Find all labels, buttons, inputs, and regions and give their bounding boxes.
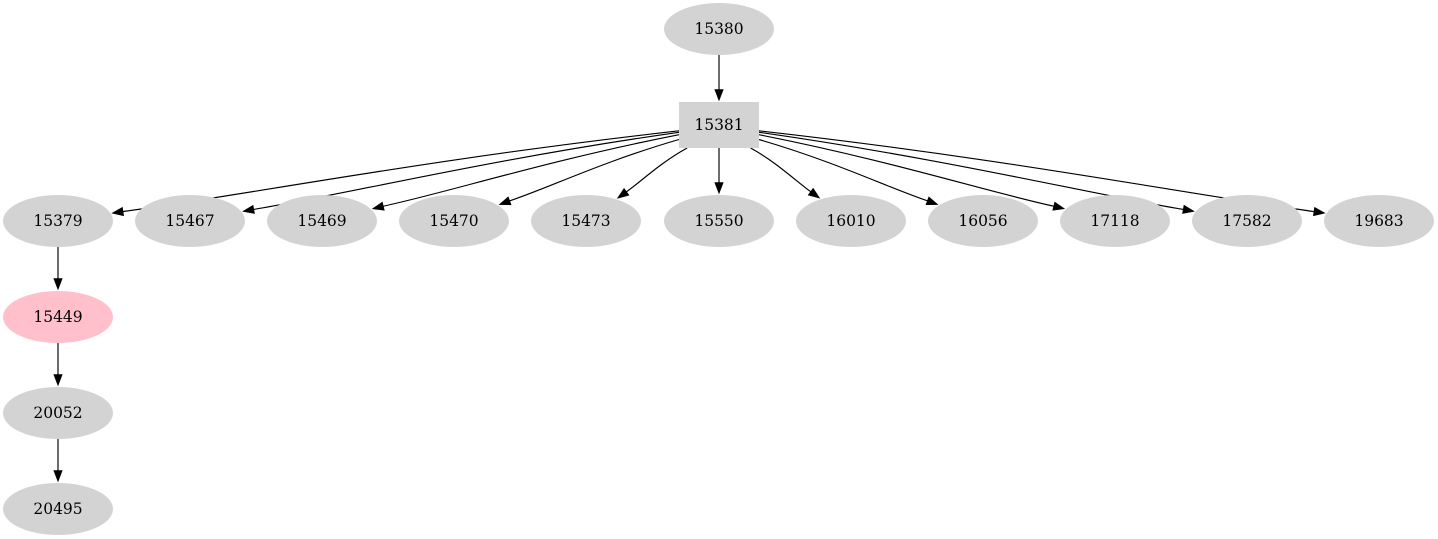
graph-node-15380[interactable]: 15380: [664, 3, 774, 55]
node-ellipse-shape[interactable]: [399, 195, 509, 247]
node-label: 16010: [826, 212, 875, 230]
graph-edge-15381-16056: [758, 138, 939, 206]
node-ellipse-shape[interactable]: [3, 483, 113, 535]
node-ellipse-shape[interactable]: [796, 195, 906, 247]
node-box-shape[interactable]: [679, 102, 759, 148]
node-label: 17582: [1222, 212, 1271, 230]
graph-node-20495[interactable]: 20495: [3, 483, 113, 535]
node-ellipse-shape[interactable]: [664, 195, 774, 247]
node-label: 15473: [561, 212, 610, 230]
edge-arrowhead-icon: [53, 470, 63, 483]
graph-edge-15380-15381: [714, 55, 724, 102]
edge-arrowhead-icon: [807, 187, 821, 199]
edge-line: [758, 138, 929, 202]
graph-edge-15381-15470: [498, 138, 680, 206]
graph-edge-20052-20495: [53, 439, 63, 483]
edge-arrowhead-icon: [714, 89, 724, 102]
graph-node-15381[interactable]: 15381: [679, 102, 759, 148]
edge-arrowhead-icon: [616, 187, 630, 199]
edge-arrowhead-icon: [925, 196, 939, 206]
edge-line: [750, 147, 812, 193]
node-label: 15469: [297, 212, 346, 230]
node-label: 15467: [165, 212, 214, 230]
node-ellipse-shape[interactable]: [267, 195, 377, 247]
node-label: 15550: [694, 212, 743, 230]
node-label: 20052: [33, 404, 82, 422]
graph-edge-15449-20052: [53, 343, 63, 387]
edge-line: [625, 147, 688, 193]
node-label: 15379: [33, 212, 82, 230]
graph-edge-15381-17118: [758, 134, 1066, 211]
node-label: 19683: [1354, 212, 1403, 230]
node-label: 15470: [429, 212, 478, 230]
graph-node-15379[interactable]: 15379: [3, 195, 113, 247]
edge-line: [508, 138, 680, 202]
edge-arrowhead-icon: [53, 374, 63, 387]
graph-node-15470[interactable]: 15470: [399, 195, 509, 247]
edge-arrowhead-icon: [242, 204, 255, 214]
edge-arrowhead-icon: [371, 201, 385, 211]
edge-arrowhead-icon: [53, 278, 63, 291]
graph-edge-15379-15449: [53, 247, 63, 291]
graph-node-19683[interactable]: 19683: [1324, 195, 1434, 247]
node-layer: 15380 15381 15379 15467 15469 15470 15473 15550…: [3, 3, 1434, 535]
edge-arrowhead-icon: [498, 196, 512, 206]
node-ellipse-shape[interactable]: [928, 195, 1038, 247]
edge-line: [758, 134, 1055, 207]
graph-node-15467[interactable]: 15467: [135, 195, 245, 247]
node-ellipse-shape[interactable]: [664, 3, 774, 55]
node-ellipse-shape[interactable]: [135, 195, 245, 247]
node-ellipse-shape[interactable]: [1324, 195, 1434, 247]
graph-edge-15381-15469: [371, 134, 680, 211]
node-label: 15449: [33, 308, 82, 326]
edge-arrowhead-icon: [714, 182, 724, 195]
graph-node-15550[interactable]: 15550: [664, 195, 774, 247]
node-ellipse-shape[interactable]: [3, 291, 113, 343]
graph-edge-15381-15473: [616, 147, 688, 199]
node-label: 15381: [694, 116, 743, 134]
node-ellipse-shape[interactable]: [1192, 195, 1302, 247]
edge-arrowhead-icon: [1052, 201, 1066, 211]
node-ellipse-shape[interactable]: [531, 195, 641, 247]
node-ellipse-shape[interactable]: [3, 387, 113, 439]
graph-edge-15381-16010: [750, 147, 821, 199]
node-label: 17118: [1090, 212, 1139, 230]
graph-node-15469[interactable]: 15469: [267, 195, 377, 247]
edge-line: [382, 134, 680, 207]
graph-node-17118[interactable]: 17118: [1060, 195, 1170, 247]
graph-node-17582[interactable]: 17582: [1192, 195, 1302, 247]
graph-node-20052[interactable]: 20052: [3, 387, 113, 439]
graph-node-16056[interactable]: 16056: [928, 195, 1038, 247]
node-label: 15380: [694, 20, 743, 38]
graph-node-16010[interactable]: 16010: [796, 195, 906, 247]
edge-arrowhead-icon: [1182, 204, 1195, 214]
edge-arrowhead-icon: [111, 206, 124, 217]
graph-edge-15381-15550: [714, 148, 724, 195]
edge-arrowhead-icon: [1313, 206, 1326, 217]
node-ellipse-shape[interactable]: [1060, 195, 1170, 247]
graph-node-15473[interactable]: 15473: [531, 195, 641, 247]
node-label: 20495: [33, 500, 82, 518]
edge-layer: [53, 55, 1326, 483]
node-ellipse-shape[interactable]: [3, 195, 113, 247]
node-label: 16056: [958, 212, 1007, 230]
graph-node-15449[interactable]: 15449: [3, 291, 113, 343]
